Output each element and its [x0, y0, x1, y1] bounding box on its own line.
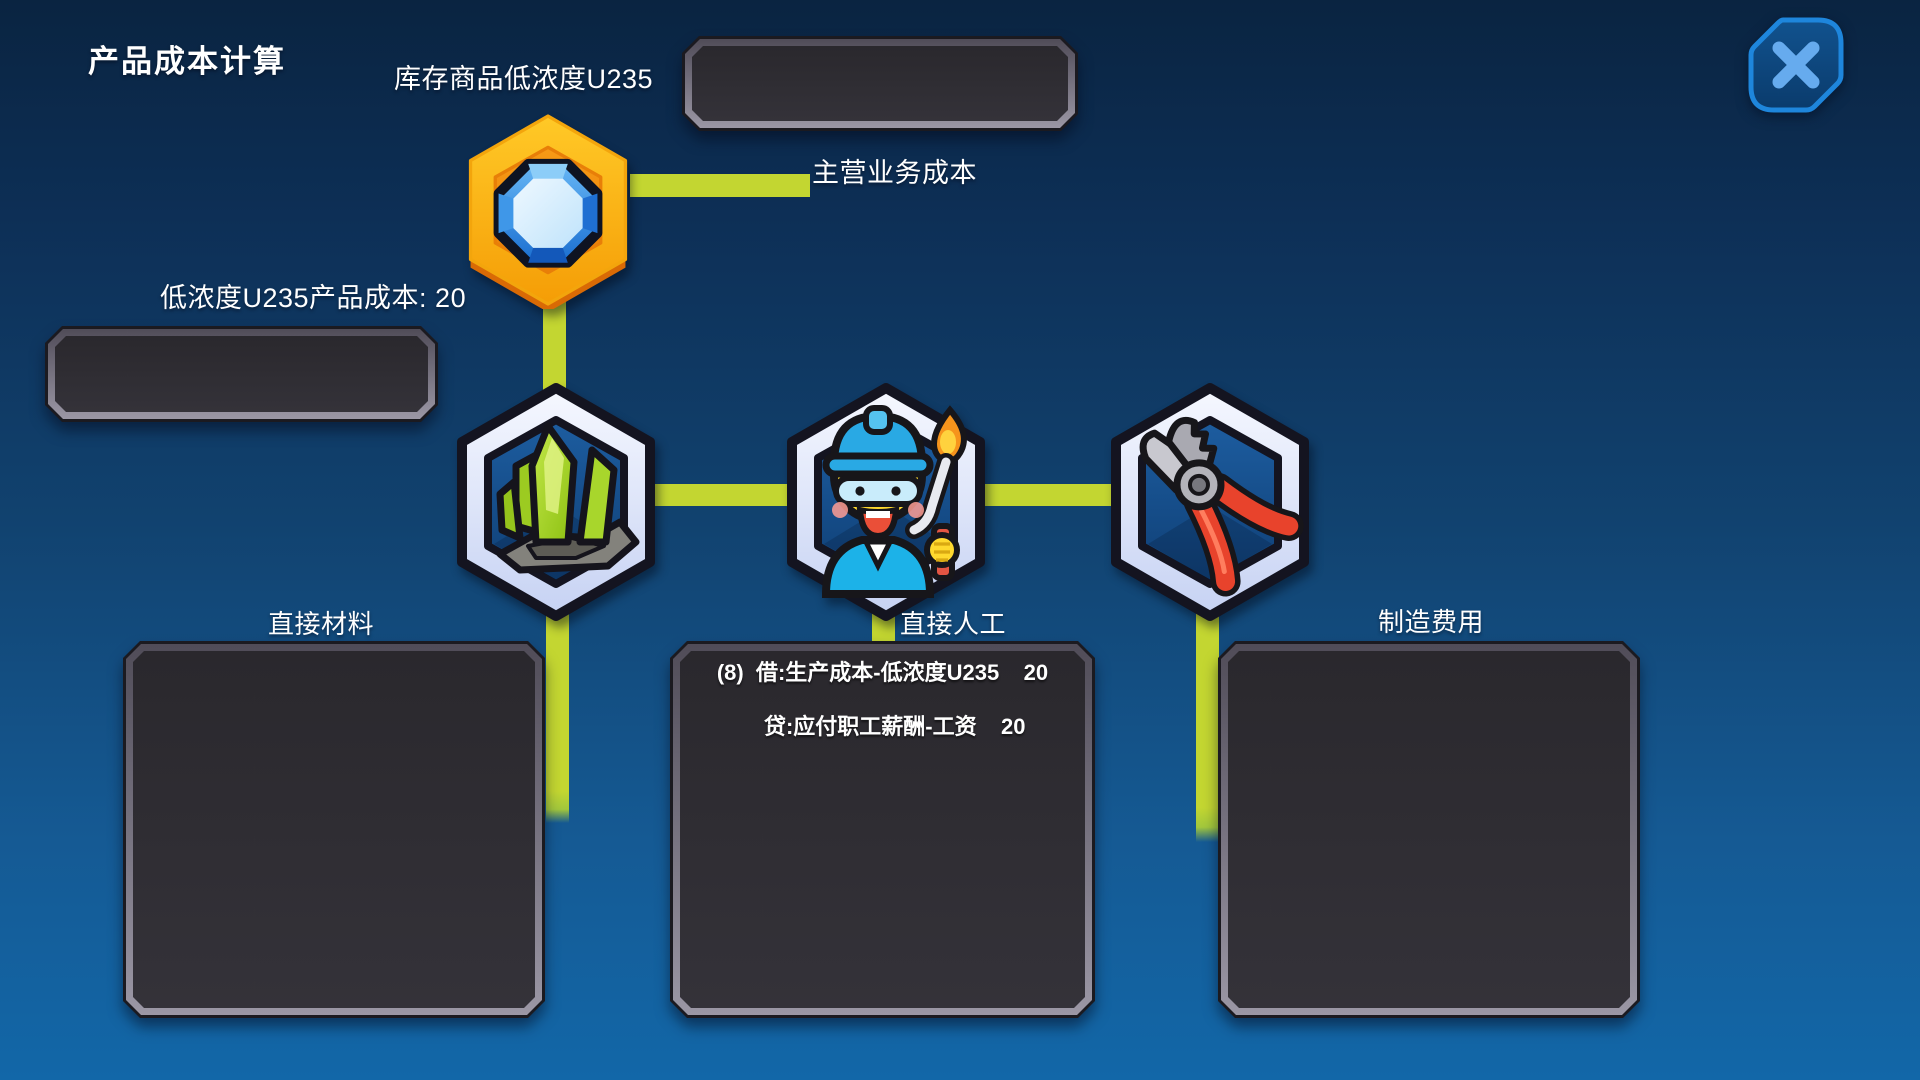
close-icon [1748, 17, 1844, 113]
connector-branch-right [630, 174, 810, 197]
connector-materials-labor [650, 484, 790, 506]
connector-top-to-materials [543, 288, 566, 396]
label-direct-labor: 直接人工 [900, 609, 1007, 639]
panel-direct-materials[interactable] [123, 641, 545, 1018]
label-main-business-cost: 主营业务成本 [812, 158, 977, 188]
page-title: 产品成本计算 [88, 44, 286, 79]
label-product-cost: 低浓度U235产品成本: 20 [160, 283, 467, 313]
label-direct-materials: 直接材料 [268, 609, 375, 639]
gem-icon [468, 114, 628, 309]
crystal-icon [457, 383, 655, 621]
journal-entry-line1: (8) 借:生产成本-低浓度U235 20 [716, 660, 1049, 685]
node-direct-materials[interactable] [448, 381, 664, 623]
connector-below-overhead [1196, 595, 1219, 842]
welder-icon [787, 383, 985, 621]
connector-below-materials [546, 595, 569, 823]
node-finished-goods[interactable] [459, 111, 637, 309]
label-finished-goods: 库存商品低浓度U235 [394, 64, 654, 94]
slot-panel-left[interactable] [45, 326, 438, 422]
journal-entry: (8) 借:生产成本-低浓度U235 20 贷:应付职工薪酬-工资 20 [670, 659, 1095, 740]
node-direct-labor[interactable] [778, 381, 994, 623]
slot-panel-top[interactable] [682, 36, 1078, 131]
close-button[interactable] [1746, 15, 1846, 115]
node-manufacturing-overhead[interactable] [1102, 381, 1318, 623]
panel-manufacturing-overhead[interactable] [1218, 641, 1640, 1018]
pliers-icon [1111, 383, 1309, 621]
connector-labor-overhead [985, 484, 1115, 506]
journal-entry-line2: 贷:应付职工薪酬-工资 20 [763, 714, 1026, 739]
label-manufacturing-overhead: 制造费用 [1378, 607, 1485, 637]
panel-direct-labor[interactable]: (8) 借:生产成本-低浓度U235 20 贷:应付职工薪酬-工资 20 [670, 641, 1095, 1018]
